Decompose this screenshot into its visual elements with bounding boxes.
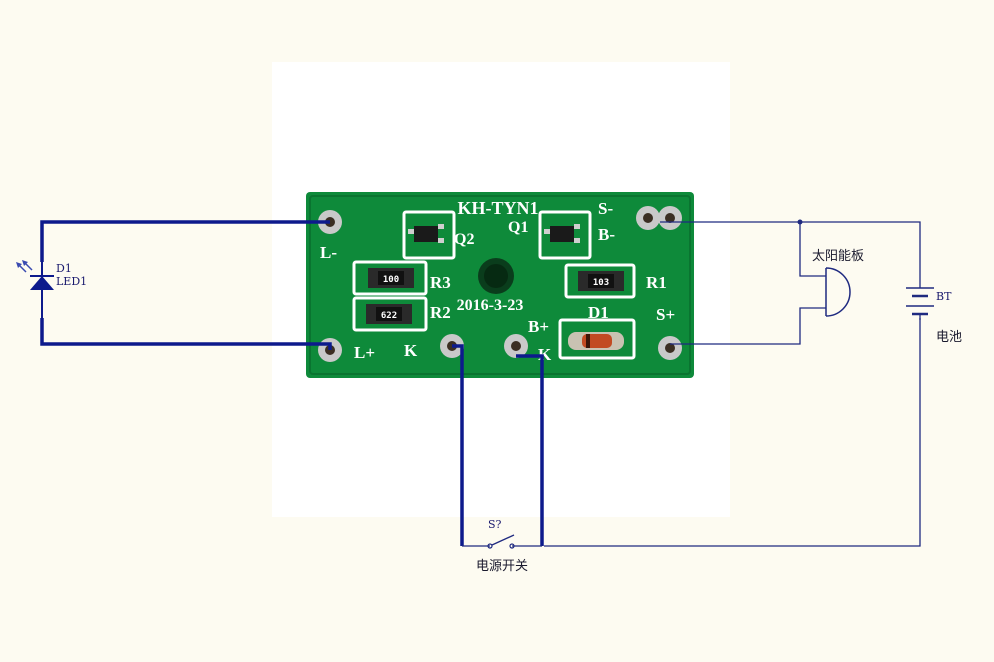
transistor-q2 [408, 224, 444, 243]
r2-code: 622 [381, 311, 397, 321]
resistor-r1: 103 [578, 271, 624, 291]
led-name: LED1 [56, 275, 87, 288]
resistor-r3: 100 [368, 268, 414, 288]
solar-label: 太阳能板 [812, 249, 864, 264]
switch-label: 电源开关 [476, 559, 528, 574]
switch-ref: S? [488, 518, 502, 531]
label-k-left: K [404, 341, 418, 360]
r1-code: 103 [593, 278, 609, 288]
label-b-plus: B+ [528, 317, 549, 336]
silkscreen-outlines [352, 210, 636, 360]
power-wires [462, 221, 921, 547]
transistor-q1 [544, 224, 580, 243]
board-date: 2016-3-23 [457, 297, 524, 314]
junction-dot [797, 219, 803, 225]
r3-code: 100 [383, 275, 399, 285]
label-b-minus: B- [598, 225, 615, 244]
solar-panel-icon [825, 267, 851, 317]
battery-label: 电池 [936, 330, 962, 345]
label-l-minus: L- [320, 243, 337, 262]
label-r1: R1 [646, 273, 667, 292]
diode-d1 [568, 332, 624, 350]
pad-s-plus [658, 336, 682, 360]
resistor-r2: 622 [366, 304, 412, 324]
switch-wires [452, 344, 544, 546]
label-r3: R3 [430, 273, 451, 292]
label-d1: D1 [588, 303, 609, 322]
label-s-minus: S- [598, 199, 613, 218]
switch-icon [487, 534, 515, 549]
label-q1: Q1 [508, 219, 528, 236]
led-ref: D1 [56, 262, 72, 275]
label-l-plus: L+ [354, 343, 375, 362]
label-q2: Q2 [454, 231, 474, 248]
pad-k-right [504, 334, 528, 358]
label-s-plus: S+ [656, 305, 675, 324]
pad-b-minus [658, 206, 682, 230]
battery-icon [906, 262, 934, 320]
led-icon [16, 260, 54, 318]
board-model: KH-TYN1 [458, 198, 539, 218]
battery-ref: BT [936, 290, 952, 303]
led-wires [40, 220, 332, 350]
label-r2: R2 [430, 303, 451, 322]
pad-s-minus [636, 206, 660, 230]
